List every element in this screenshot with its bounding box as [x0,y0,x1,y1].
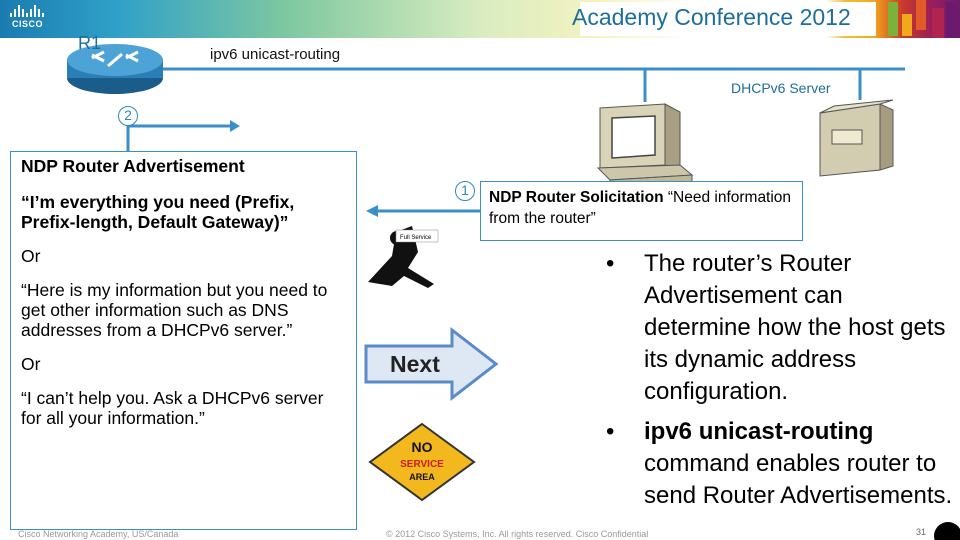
no-service-sign-icon: NO SERVICE AREA [368,422,476,502]
footer-copyright: © 2012 Cisco Systems, Inc. All rights re… [386,529,649,539]
cisco-logo-bars-icon [10,5,44,17]
step-2-badge: 2 [118,106,138,126]
corner-dot-icon [934,522,960,540]
bullet-dot-icon: • [606,250,615,277]
command-label: ipv6 unicast-routing [210,46,341,63]
footer-left: Cisco Networking Academy, US/Canada [18,529,179,539]
ra-option-3: “I can’t help you. Ask a DHCPv6 server f… [21,388,324,428]
bullet-bold-text: ipv6 unicast-routing [644,418,874,445]
bullet-list: • The router’s Router Advertisement can … [606,248,956,520]
computer-icon [596,103,694,191]
rs-heading: NDP Router Solicitation [489,189,664,206]
cisco-logo-text: CISCO [12,19,44,29]
svg-text:Full Service: Full Service [400,235,432,241]
page-number: 31 [916,527,927,537]
bullet-dot-icon: • [606,418,615,445]
svg-text:Next: Next [390,351,440,377]
ra-or-1: Or [21,246,41,266]
router-advertisement-box: NDP Router Advertisement “I’m everything… [10,151,357,530]
bullet-item: • ipv6 unicast-routing command enables r… [606,416,956,512]
bullet-text: command enables router to send Router Ad… [644,450,953,509]
ra-option-2: “Here is my information but you need to … [21,280,328,340]
conference-title: Academy Conference 2012 [572,4,851,30]
server-icon [819,99,894,177]
svg-text:NO: NO [412,439,433,455]
decorative-bars-icon [888,0,956,38]
router-solicitation-box: NDP Router Solicitation “Need informatio… [480,181,803,241]
svg-text:AREA: AREA [409,472,435,482]
rs-text: “Need information from the router” [489,189,792,227]
ra-option-1: “I’m everything you need (Prefix, Prefix… [21,192,295,232]
bullet-item: • The router’s Router Advertisement can … [606,248,956,408]
cisco-logo: CISCO [6,3,48,33]
ra-heading: NDP Router Advertisement [21,156,245,176]
ra-or-2: Or [21,354,41,374]
header-title-area [580,2,876,36]
router-label: R1 [78,33,102,53]
full-service-figure-icon: Full Service [368,226,439,288]
bullet-text: The router’s Router Advertisement can de… [644,250,946,405]
svg-text:SERVICE: SERVICE [400,459,444,470]
router-icon [67,44,163,94]
dhcp-server-label: DHCPv6 Server [731,80,831,96]
next-arrow-icon: Next [364,326,499,402]
step-1-badge: 1 [455,181,475,201]
